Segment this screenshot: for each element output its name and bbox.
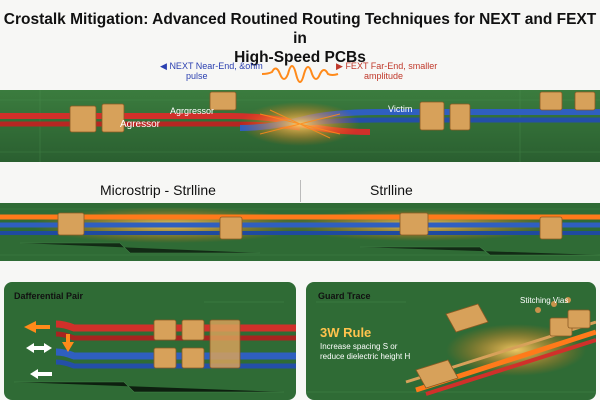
aggressor-lower-label: Agressor bbox=[120, 119, 161, 130]
fext-label-line-1: FEXT Far-End, smaller bbox=[345, 61, 438, 71]
page-title: Crostalk Mitigation: Advanced Routined R… bbox=[0, 10, 600, 67]
rule-line-1: Increase spacing S or bbox=[320, 342, 398, 351]
rule-line-2: reduce dielectric height H bbox=[320, 352, 411, 361]
fext-arrow-icon: ▶ bbox=[336, 61, 343, 71]
stripline-title: Strlline bbox=[370, 182, 413, 198]
diff-pair-title: Dafferential Pair bbox=[14, 291, 84, 301]
next-label: ◀ NEXT Near-End, &ohm pulse bbox=[160, 61, 263, 81]
top-pcb-band bbox=[0, 90, 600, 162]
diff-pair-card bbox=[4, 282, 296, 400]
microstrip-title: Microstrip - Strlline bbox=[100, 182, 216, 198]
pulse-waveform bbox=[261, 65, 339, 83]
aggressor-upper-label: Agrgressor bbox=[170, 106, 215, 116]
next-label-line-1: NEXT Near-End, &ohm bbox=[169, 61, 263, 71]
title-line-2: High-Speed PCBs bbox=[234, 49, 366, 66]
fext-label-line-2: amplitude bbox=[364, 71, 404, 81]
victim-label: Victim bbox=[388, 104, 413, 114]
guard-trace-card bbox=[306, 282, 596, 400]
next-label-line-2: pulse bbox=[186, 71, 208, 81]
fext-label: ▶ FEXT Far-End, smaller amplitude bbox=[336, 61, 437, 81]
stitching-vias-label: Stitching Vias bbox=[520, 296, 569, 305]
guard-trace-title: Guard Trace bbox=[318, 291, 371, 301]
middle-divider bbox=[300, 180, 301, 202]
middle-pcb-band bbox=[0, 203, 600, 261]
title-line-1: Crostalk Mitigation: Advanced Routined R… bbox=[3, 11, 597, 47]
next-arrow-icon: ◀ bbox=[160, 61, 167, 71]
rule-title: 3W Rule bbox=[320, 325, 372, 340]
